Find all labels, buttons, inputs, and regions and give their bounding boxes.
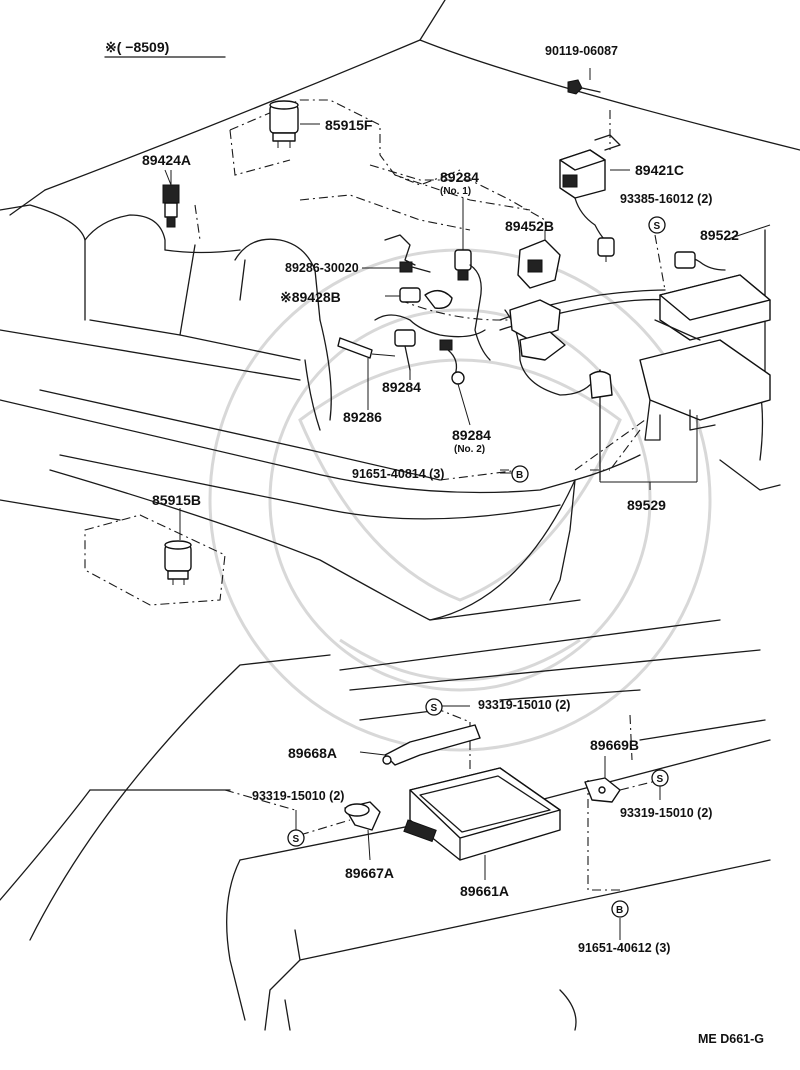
bracket-89668A: [359, 724, 481, 766]
svg-text:S: S: [293, 834, 300, 845]
screw-marker: S: [287, 829, 305, 847]
label-89428B: ※89428B: [280, 289, 341, 305]
label-89452B: 89452B: [505, 218, 554, 234]
svg-text:S: S: [654, 221, 661, 232]
relay-85915F: [269, 100, 320, 148]
screw-marker: S: [425, 698, 443, 716]
label-89284-no1: 89284: [440, 169, 479, 185]
relay-85915B: [84, 508, 226, 606]
label-91651-40814: 91651-40814 (3): [352, 467, 444, 481]
bracket-89529: [589, 339, 771, 490]
label-90119: 90119-06087: [545, 44, 618, 58]
svg-text:B: B: [616, 905, 623, 916]
diagram-code: ME D661-G: [698, 1032, 764, 1046]
label-89286-30020: 89286-30020: [285, 261, 359, 275]
label-85915B: 85915B: [152, 492, 201, 508]
label-89661A: 89661A: [460, 883, 509, 899]
clip-89286-30020: [384, 234, 431, 273]
sensor-89284-no1: [454, 198, 491, 361]
label-89284-no2: 89284: [452, 427, 491, 443]
body-panel-lower: [0, 619, 771, 1031]
sensor-89421C: [559, 134, 630, 262]
label-89424A: 89424A: [142, 152, 191, 168]
bolt-marker: B: [611, 900, 629, 918]
label-93319-c: 93319-15010 (2): [620, 806, 712, 820]
guide-lines-upper: [194, 99, 666, 481]
wire-harness: [499, 289, 666, 481]
label-91651-40612: 91651-40612 (3): [578, 941, 670, 955]
label-93385: 93385-16012 (2): [620, 192, 712, 206]
leaders-lower: [295, 705, 661, 940]
sensor-89424A: [162, 170, 180, 228]
svg-text:S: S: [431, 703, 438, 714]
svg-text:S: S: [657, 774, 664, 785]
label-89667A: 89667A: [345, 865, 394, 881]
label-89286: 89286: [343, 409, 382, 425]
label-89284-no2-sub: (No. 2): [454, 444, 485, 455]
label-89284-mid: 89284: [382, 379, 421, 395]
sensor-89428B: [385, 287, 453, 309]
sensor-89286: [337, 337, 396, 398]
connector-89452B: [517, 230, 561, 289]
label-85915F: 85915F: [325, 117, 373, 133]
label-89522: 89522: [700, 227, 739, 243]
label-93319-a: 93319-15010 (2): [478, 698, 570, 712]
bolt-marker: B: [511, 465, 529, 483]
svg-text:B: B: [516, 470, 523, 481]
label-89421C: 89421C: [635, 162, 684, 178]
ecu-89661A: [403, 767, 561, 880]
module-89522: [654, 224, 771, 341]
bolt-90119: [567, 79, 601, 95]
clip-89667A: [344, 801, 381, 861]
sensor-89284-mid: [374, 314, 486, 385]
body-panel-upper: [0, 0, 800, 621]
label-89668A: 89668A: [288, 745, 337, 761]
leaders-upper: [164, 68, 591, 474]
clip-89669B: [584, 756, 621, 803]
label-93319-b: 93319-15010 (2): [252, 789, 344, 803]
screw-marker: S: [648, 216, 666, 234]
header-title: ※( −8509): [105, 39, 169, 55]
label-89669B: 89669B: [590, 737, 639, 753]
screw-marker: S: [651, 769, 669, 787]
label-89284-no1-sub: (No. 1): [440, 186, 471, 197]
labels: ※( −8509) 90119-06087 85915F 89424A 8928…: [104, 39, 764, 1046]
label-89529: 89529: [627, 497, 666, 513]
markers: S B S S S B: [287, 216, 669, 918]
